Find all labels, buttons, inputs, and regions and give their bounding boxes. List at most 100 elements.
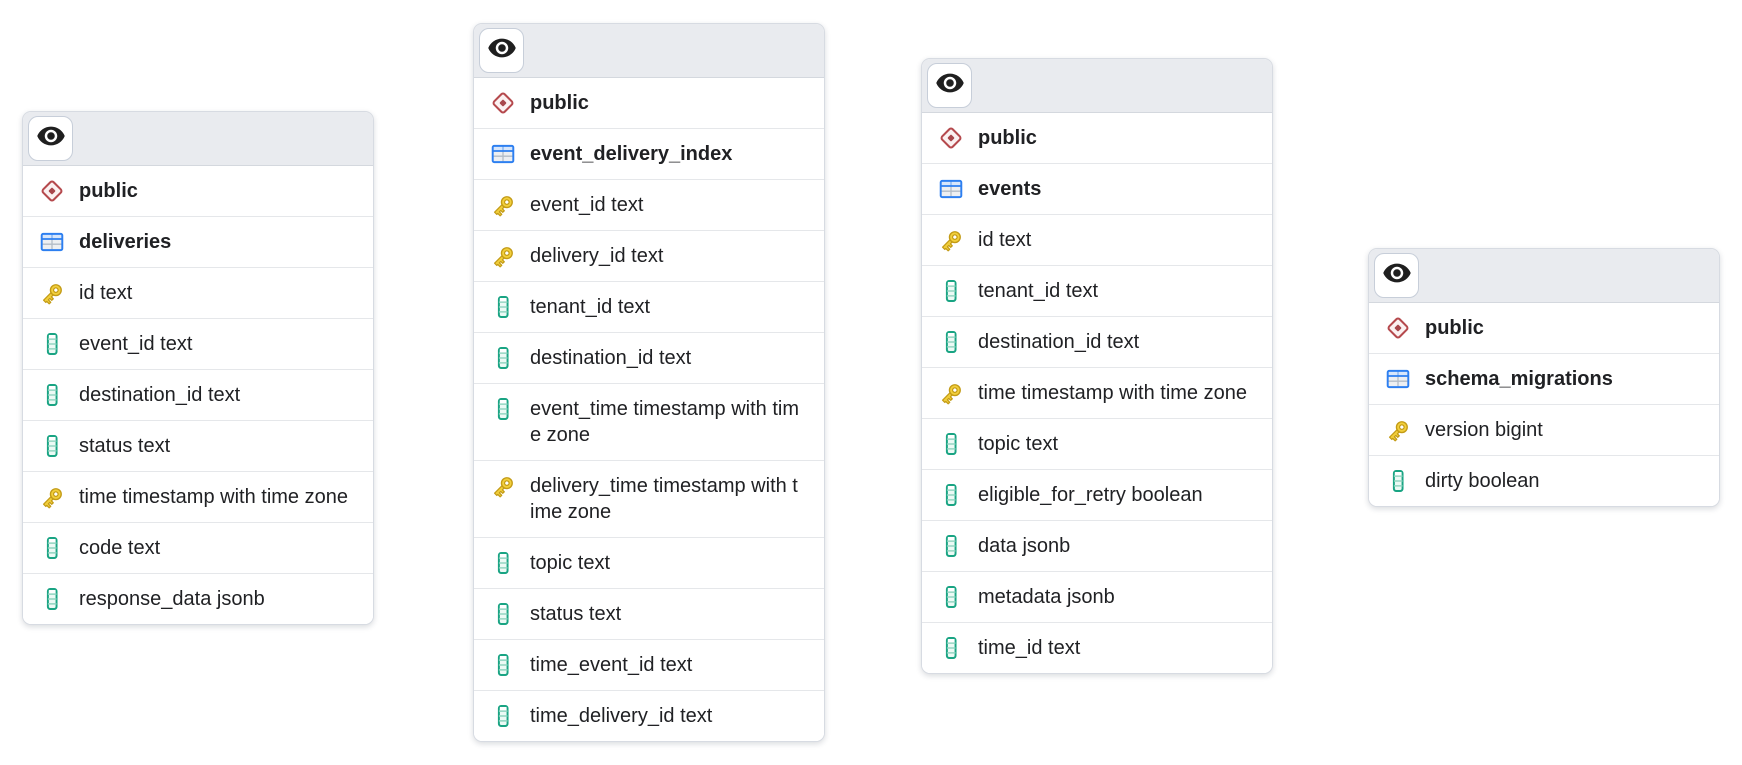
primary-key-icon (488, 243, 518, 269)
column-label: time_delivery_id text (530, 705, 713, 727)
table-name-row[interactable]: deliveries (23, 217, 373, 268)
primary-key-icon (936, 380, 966, 406)
column-icon (488, 550, 518, 576)
column-label: tenant_id text (978, 280, 1099, 302)
column-row-time_id[interactable]: time_id text (922, 623, 1272, 673)
column-row-version[interactable]: version bigint (1369, 405, 1719, 456)
eye-icon (487, 33, 517, 68)
schema-name: public (978, 127, 1037, 149)
column-row-topic[interactable]: topic text (922, 419, 1272, 470)
table-icon (1383, 366, 1413, 392)
column-label: id text (79, 282, 133, 304)
column-row-topic[interactable]: topic text (474, 538, 824, 589)
column-row-eligible_for_retry[interactable]: eligible_for_retry boolean (922, 470, 1272, 521)
column-label: status text (530, 603, 622, 625)
column-row-status[interactable]: status text (23, 421, 373, 472)
schema-diamond-icon (936, 125, 966, 151)
column-label: status text (79, 435, 171, 457)
column-row-destination_id[interactable]: destination_id text (922, 317, 1272, 368)
eye-icon (36, 121, 66, 156)
primary-key-icon (488, 473, 518, 499)
column-row-delivery_time[interactable]: delivery_time timestamp with time zone (474, 461, 824, 538)
card-columns: version bigint dirty boolean (1369, 405, 1719, 506)
visibility-toggle-button[interactable] (28, 116, 73, 161)
column-icon (488, 601, 518, 627)
column-icon (488, 294, 518, 320)
column-row-id[interactable]: id text (922, 215, 1272, 266)
card-header (474, 24, 824, 78)
column-row-time[interactable]: time timestamp with time zone (922, 368, 1272, 419)
column-label: data jsonb (978, 535, 1071, 557)
column-label: event_time timestamp with time zone (530, 398, 799, 446)
column-label: delivery_id text (530, 245, 664, 267)
column-row-tenant_id[interactable]: tenant_id text (474, 282, 824, 333)
column-row-event_id[interactable]: event_id text (23, 319, 373, 370)
column-label: response_data jsonb (79, 588, 265, 610)
column-label: destination_id text (978, 331, 1140, 353)
schema-row[interactable]: public (23, 166, 373, 217)
schema-row[interactable]: public (474, 78, 824, 129)
column-label: destination_id text (79, 384, 241, 406)
column-row-time[interactable]: time timestamp with time zone (23, 472, 373, 523)
card-columns: event_id text delivery_id text t (474, 180, 824, 741)
column-row-delivery_id[interactable]: delivery_id text (474, 231, 824, 282)
column-icon (37, 331, 67, 357)
table-name: event_delivery_index (530, 143, 733, 165)
column-row-response_data[interactable]: response_data jsonb (23, 574, 373, 624)
column-row-metadata[interactable]: metadata jsonb (922, 572, 1272, 623)
eye-icon (935, 68, 965, 103)
column-icon (37, 382, 67, 408)
column-row-event_id[interactable]: event_id text (474, 180, 824, 231)
column-row-data[interactable]: data jsonb (922, 521, 1272, 572)
primary-key-icon (37, 280, 67, 306)
column-icon (37, 433, 67, 459)
column-row-destination_id[interactable]: destination_id text (23, 370, 373, 421)
column-label: id text (978, 229, 1032, 251)
column-label: event_id text (530, 194, 644, 216)
schema-name: public (1425, 317, 1484, 339)
column-row-destination_id[interactable]: destination_id text (474, 333, 824, 384)
column-icon (488, 345, 518, 371)
column-row-status[interactable]: status text (474, 589, 824, 640)
column-label: dirty boolean (1425, 470, 1540, 492)
column-icon (936, 278, 966, 304)
table-name-row[interactable]: schema_migrations (1369, 354, 1719, 405)
schema-diamond-icon (488, 90, 518, 116)
column-icon (936, 329, 966, 355)
table-card-events[interactable]: public events (921, 58, 1273, 674)
table-card-schema_migrations[interactable]: public schema_migrations (1368, 248, 1720, 507)
column-row-id[interactable]: id text (23, 268, 373, 319)
card-header (23, 112, 373, 166)
column-icon (488, 703, 518, 729)
column-row-event_time[interactable]: event_time timestamp with time zone (474, 384, 824, 461)
column-label: time_id text (978, 637, 1081, 659)
table-name-row[interactable]: events (922, 164, 1272, 215)
primary-key-icon (936, 227, 966, 253)
column-row-time_delivery_id[interactable]: time_delivery_id text (474, 691, 824, 741)
column-label: tenant_id text (530, 296, 651, 318)
visibility-toggle-button[interactable] (479, 28, 524, 73)
column-icon (37, 535, 67, 561)
schema-row[interactable]: public (922, 113, 1272, 164)
schema-row[interactable]: public (1369, 303, 1719, 354)
column-icon (37, 586, 67, 612)
table-card-deliveries[interactable]: public deliveries (22, 111, 374, 625)
column-row-tenant_id[interactable]: tenant_id text (922, 266, 1272, 317)
column-icon (936, 431, 966, 457)
column-icon (936, 584, 966, 610)
column-icon (936, 482, 966, 508)
table-name-row[interactable]: event_delivery_index (474, 129, 824, 180)
column-row-time_event_id[interactable]: time_event_id text (474, 640, 824, 691)
schema-diamond-icon (1383, 315, 1413, 341)
eye-icon (1382, 258, 1412, 293)
table-name: schema_migrations (1425, 368, 1613, 390)
column-row-code[interactable]: code text (23, 523, 373, 574)
table-icon (936, 176, 966, 202)
column-icon (936, 635, 966, 661)
visibility-toggle-button[interactable] (1374, 253, 1419, 298)
visibility-toggle-button[interactable] (927, 63, 972, 108)
table-card-event_delivery_index[interactable]: public event_delivery_index (473, 23, 825, 742)
column-icon (488, 396, 518, 422)
column-row-dirty[interactable]: dirty boolean (1369, 456, 1719, 506)
